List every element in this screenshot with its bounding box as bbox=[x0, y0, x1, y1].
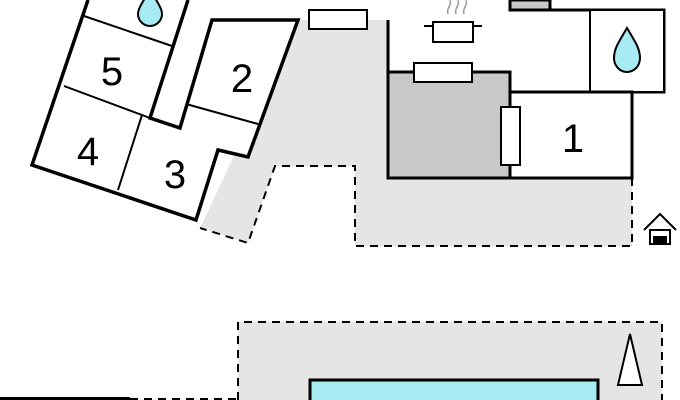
cooking-pot-icon bbox=[424, 0, 482, 43]
pool bbox=[308, 378, 600, 400]
terrace-dashed-edge bbox=[199, 165, 633, 247]
wall-5-4 bbox=[63, 85, 151, 119]
water-drop-icon bbox=[612, 26, 642, 74]
wall-5-top bbox=[83, 15, 173, 47]
left-wing-outline bbox=[29, 0, 301, 223]
room-4-number: 4 bbox=[77, 130, 99, 174]
bed-icon bbox=[500, 106, 521, 166]
top-right-grey-block bbox=[508, 0, 552, 12]
bed-icon bbox=[413, 62, 473, 83]
room-2-number: 2 bbox=[231, 57, 253, 101]
wall-2-left bbox=[179, 19, 213, 129]
wall-2-bottom bbox=[185, 103, 259, 125]
room-1-number: 1 bbox=[562, 117, 584, 161]
kitchen-area bbox=[388, 72, 510, 178]
house-icon bbox=[643, 212, 677, 245]
wall-4-3 bbox=[117, 114, 143, 191]
bed-icon bbox=[308, 9, 368, 30]
water-drop-icon bbox=[136, 0, 164, 28]
room-5-number: 5 bbox=[101, 50, 123, 94]
room-3-number: 3 bbox=[164, 153, 186, 197]
north-arrow-icon bbox=[616, 333, 644, 386]
left-wing bbox=[29, 0, 301, 223]
